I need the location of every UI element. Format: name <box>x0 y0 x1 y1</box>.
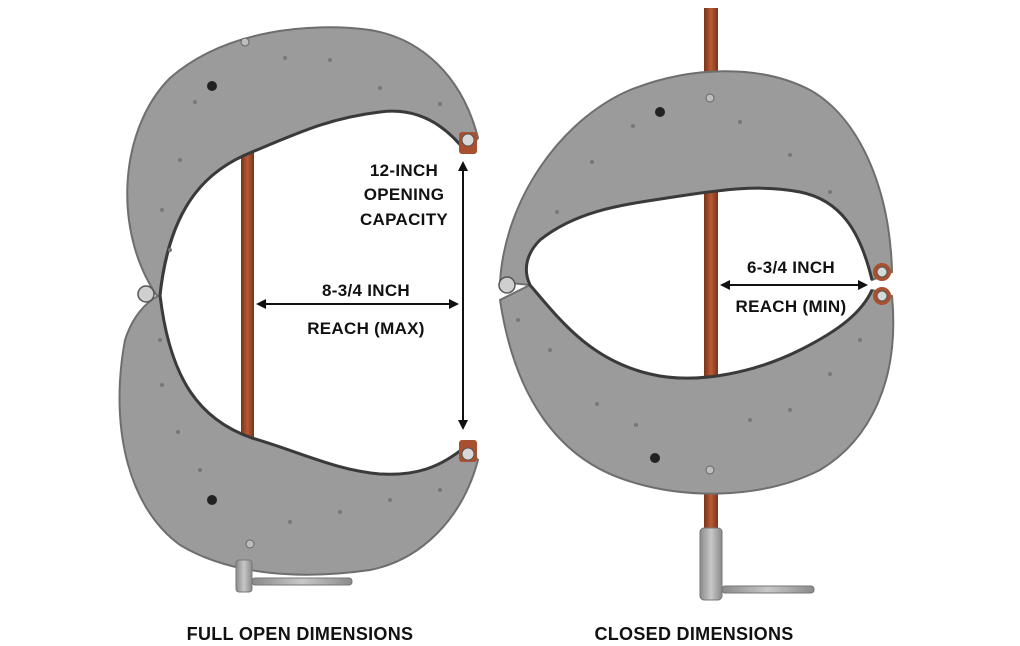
right-upper-jaw <box>498 70 894 287</box>
left-handle-bar[interactable] <box>251 577 353 586</box>
right-caption: CLOSED DIMENSIONS <box>594 624 793 644</box>
right-reach-label: REACH (MIN) <box>736 297 847 316</box>
right-inner-edge <box>524 186 874 380</box>
left-screw-rod <box>241 150 254 440</box>
left-handle-body[interactable] <box>235 559 253 593</box>
right-clamp <box>498 8 895 601</box>
left-opening-line1: 12-INCH <box>370 161 438 180</box>
right-handle-body[interactable] <box>699 527 723 601</box>
left-caption: FULL OPEN DIMENSIONS <box>187 624 414 644</box>
left-reach-value: 8-3/4 INCH <box>322 281 410 300</box>
left-reach-label: REACH (MAX) <box>307 319 425 338</box>
left-opening-line3: CAPACITY <box>360 210 448 229</box>
left-pivot-icon <box>137 285 155 303</box>
left-inner-edge <box>158 109 468 476</box>
right-handle-bar[interactable] <box>721 585 815 594</box>
left-clamp <box>118 26 480 593</box>
right-reach-value: 6-3/4 INCH <box>747 258 835 277</box>
right-pivot-icon <box>498 276 516 294</box>
left-opening-line2: OPENING <box>364 185 445 204</box>
